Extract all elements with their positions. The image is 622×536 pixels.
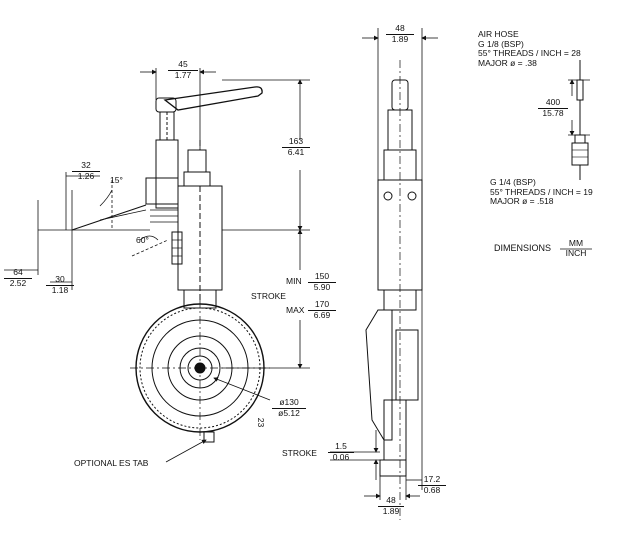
- stroke-label: STROKE: [251, 291, 286, 301]
- angle-60-label: 60°: [136, 235, 149, 245]
- optional-tab-label: OPTIONAL ES TAB: [74, 458, 149, 468]
- stroke-max-prefix: MAX: [286, 305, 305, 315]
- dim-wheel-dia-mm: ø130: [272, 397, 306, 409]
- dim-hose-length-mm: 400: [538, 97, 568, 109]
- dim-stroke-min-inch: 5.90: [313, 281, 331, 292]
- stroke-bottom-label: STROKE: [282, 448, 317, 458]
- air-hose-line3: 55° THREADS / INCH = 28: [478, 48, 581, 59]
- clamp-bracket: [145, 177, 179, 205]
- dim-top-width: 45 1.77: [168, 59, 198, 80]
- dim-left-64-inch: 2.52: [9, 277, 27, 288]
- wheel-mark: 23: [256, 417, 267, 428]
- units-legend-mm: MM: [568, 238, 584, 248]
- dim-left-30: 30 1.18: [46, 274, 74, 295]
- air-hose-line2: G 1/8 (BSP): [478, 38, 524, 49]
- dim-height-163: 163 6.41: [282, 136, 310, 157]
- dim-top-width-mm: 45: [168, 59, 198, 71]
- side-view: [365, 60, 423, 520]
- dim-stroke-min-mm: 150: [308, 271, 336, 283]
- dim-side-top-inch: 1.89: [391, 33, 409, 44]
- fitting-note: G 1/4 (BSP) 55° THREADS / INCH = 19 MAJO…: [490, 177, 593, 207]
- air-hose-line4: MAJOR ø = .38: [478, 57, 537, 68]
- dim-left-30-mm: 30: [46, 274, 74, 286]
- front-body: [177, 185, 223, 291]
- dim-side-top-mm: 48: [386, 23, 414, 35]
- front-top-fitting: [187, 149, 207, 173]
- lever-post: [159, 111, 175, 141]
- dim-stroke-bottom-mm: 1.5: [328, 441, 354, 453]
- stroke-min-prefix: MIN: [286, 276, 302, 286]
- dim-offset-32-mm: 32: [72, 160, 100, 172]
- dim-left-64-mm: 64: [4, 267, 32, 279]
- dim-hose-length: 400 15.78: [538, 97, 568, 118]
- dim-stroke-bottom: 1.5 0.06: [328, 441, 354, 462]
- dim-stroke-max-mm: 170: [308, 299, 336, 311]
- dim-offset-32: 32 1.26: [72, 160, 100, 181]
- dim-side-top: 48 1.89: [386, 23, 414, 44]
- dim-offset-32-inch: 1.26: [77, 170, 95, 181]
- dim-top-width-inch: 1.77: [174, 69, 192, 80]
- dim-hose-length-inch: 15.78: [542, 107, 564, 118]
- units-legend-fraction: MM INCH: [560, 238, 592, 258]
- fitting-line3: MAJOR ø = .518: [490, 196, 554, 207]
- dim-wheel-dia: ø130 ø5.12: [272, 397, 306, 418]
- dim-side-bottom-inch: 1.89: [382, 505, 400, 516]
- dimension-lines: [4, 28, 592, 500]
- dim-stroke-min: 150 5.90: [308, 271, 336, 292]
- dim-stroke-bottom-inch: 0.06: [332, 451, 350, 462]
- dim-left-64: 64 2.52: [4, 267, 32, 288]
- dim-height-163-inch: 6.41: [287, 146, 305, 157]
- units-legend-label: DIMENSIONS: [494, 243, 552, 253]
- dim-side-bottom-mm: 48: [378, 495, 404, 507]
- fitting-line2: 55° THREADS / INCH = 19: [490, 186, 593, 197]
- dim-stroke-max-inch: 6.69: [313, 309, 331, 320]
- front-column: [155, 139, 179, 209]
- side-wheel: [395, 329, 419, 401]
- air-hose-line1: AIR HOSE: [478, 29, 519, 39]
- es-tab: [203, 431, 215, 443]
- clamp-lever: [163, 86, 263, 111]
- air-hose-note: AIR HOSE G 1/8 (BSP) 55° THREADS / INCH …: [478, 29, 581, 68]
- dim-offset-172-inch: 0.68: [423, 484, 441, 495]
- dim-offset-172-mm: 17.2: [418, 474, 446, 486]
- dim-stroke-max: 170 6.69: [308, 299, 336, 320]
- dim-wheel-dia-inch: ø5.12: [278, 407, 300, 418]
- side-arm: [365, 309, 393, 441]
- angle-15-label: 15°: [110, 175, 123, 185]
- units-legend-inch: INCH: [565, 247, 587, 258]
- hose-fitting: [571, 60, 589, 180]
- dim-left-30-inch: 1.18: [51, 284, 69, 295]
- dim-height-163-mm: 163: [282, 136, 310, 148]
- dim-offset-172: 17.2 0.68: [418, 474, 446, 495]
- dim-side-bottom: 48 1.89: [378, 495, 404, 516]
- fitting-line1: G 1/4 (BSP): [490, 177, 536, 187]
